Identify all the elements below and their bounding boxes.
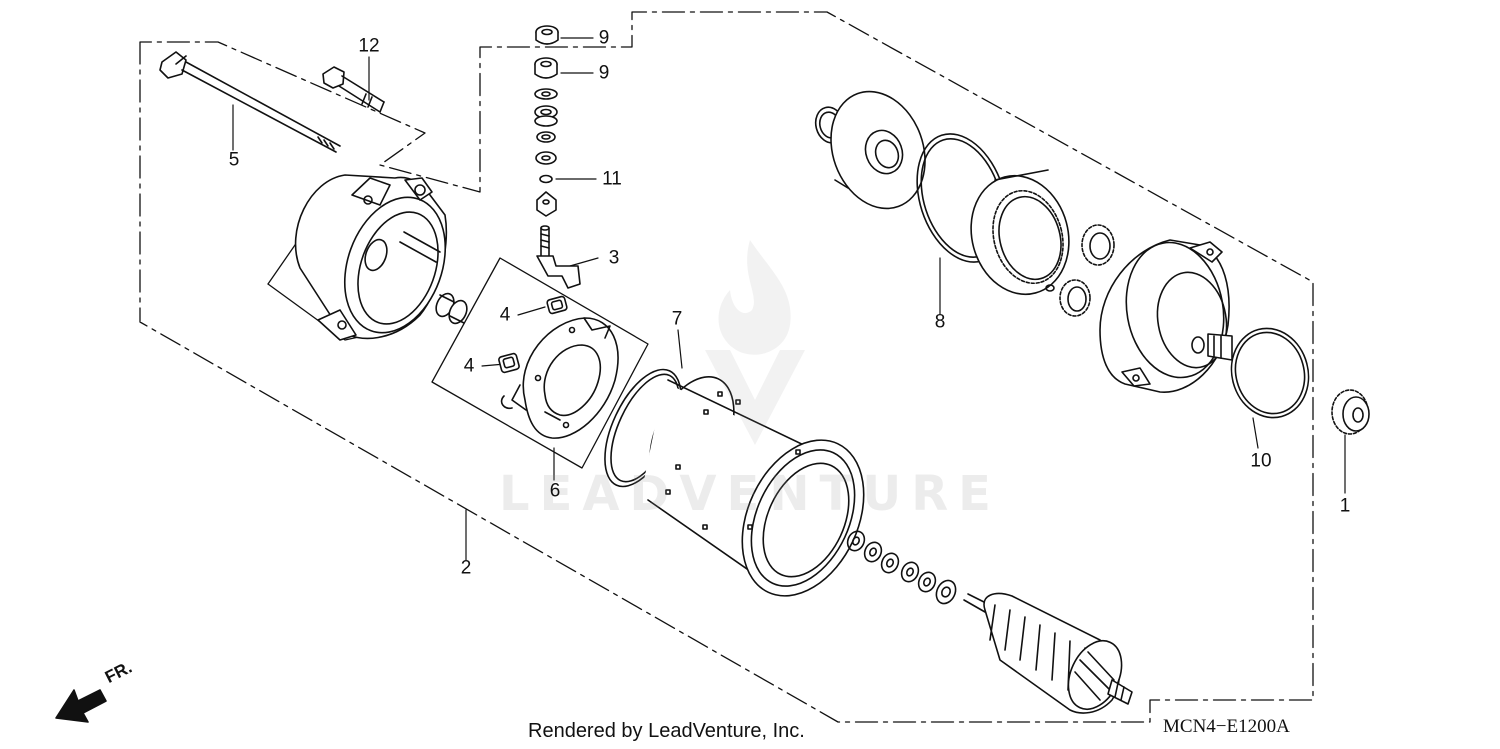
internal-ring-gear	[970, 169, 1070, 296]
watermark-flame-icon	[705, 240, 805, 445]
figure-code: MCN4−E1200A	[1163, 716, 1290, 737]
callout-3[interactable]: 3	[608, 247, 620, 269]
front-cover	[1099, 239, 1233, 393]
callout-11[interactable]: 11	[602, 168, 622, 190]
yoke-housing	[640, 375, 865, 597]
callout-12[interactable]: 12	[358, 35, 380, 57]
callout-7[interactable]: 7	[671, 308, 683, 330]
callout-9[interactable]: 9	[598, 27, 610, 49]
watermark-text: LEADVENTURE	[499, 466, 1001, 522]
callout-10[interactable]: 10	[1250, 450, 1272, 472]
brush-holder-plate	[500, 317, 619, 439]
planetary-gears	[1045, 224, 1115, 317]
callout-6[interactable]: 6	[549, 480, 561, 502]
callout-5[interactable]: 5	[228, 149, 240, 171]
o-ring-cover	[1230, 327, 1310, 419]
through-bolt	[159, 51, 341, 153]
callout-8[interactable]: 8	[934, 311, 946, 333]
callout-2[interactable]: 2	[460, 557, 472, 579]
callout-9[interactable]: 9	[598, 62, 610, 84]
callout-4[interactable]: 4	[463, 355, 475, 377]
front-cover-seal-plate	[830, 90, 926, 210]
callout-1[interactable]: 1	[1339, 495, 1351, 517]
short-bolt	[322, 66, 385, 113]
bushing	[435, 292, 468, 325]
leader-lines	[232, 37, 1346, 561]
rendered-by-credit: Rendered by LeadVenture, Inc.	[528, 720, 805, 742]
carbon-brushes	[498, 295, 568, 374]
assembly-boundary	[139, 11, 1314, 723]
brush-holder-group-frame	[431, 257, 649, 469]
shim-washers	[846, 530, 957, 605]
terminal-stack	[534, 25, 581, 289]
front-arrow-icon	[55, 689, 107, 723]
pinion-gear	[1331, 389, 1370, 435]
callout-4[interactable]: 4	[499, 304, 511, 326]
rear-cover	[294, 174, 448, 341]
armature	[963, 592, 1133, 714]
